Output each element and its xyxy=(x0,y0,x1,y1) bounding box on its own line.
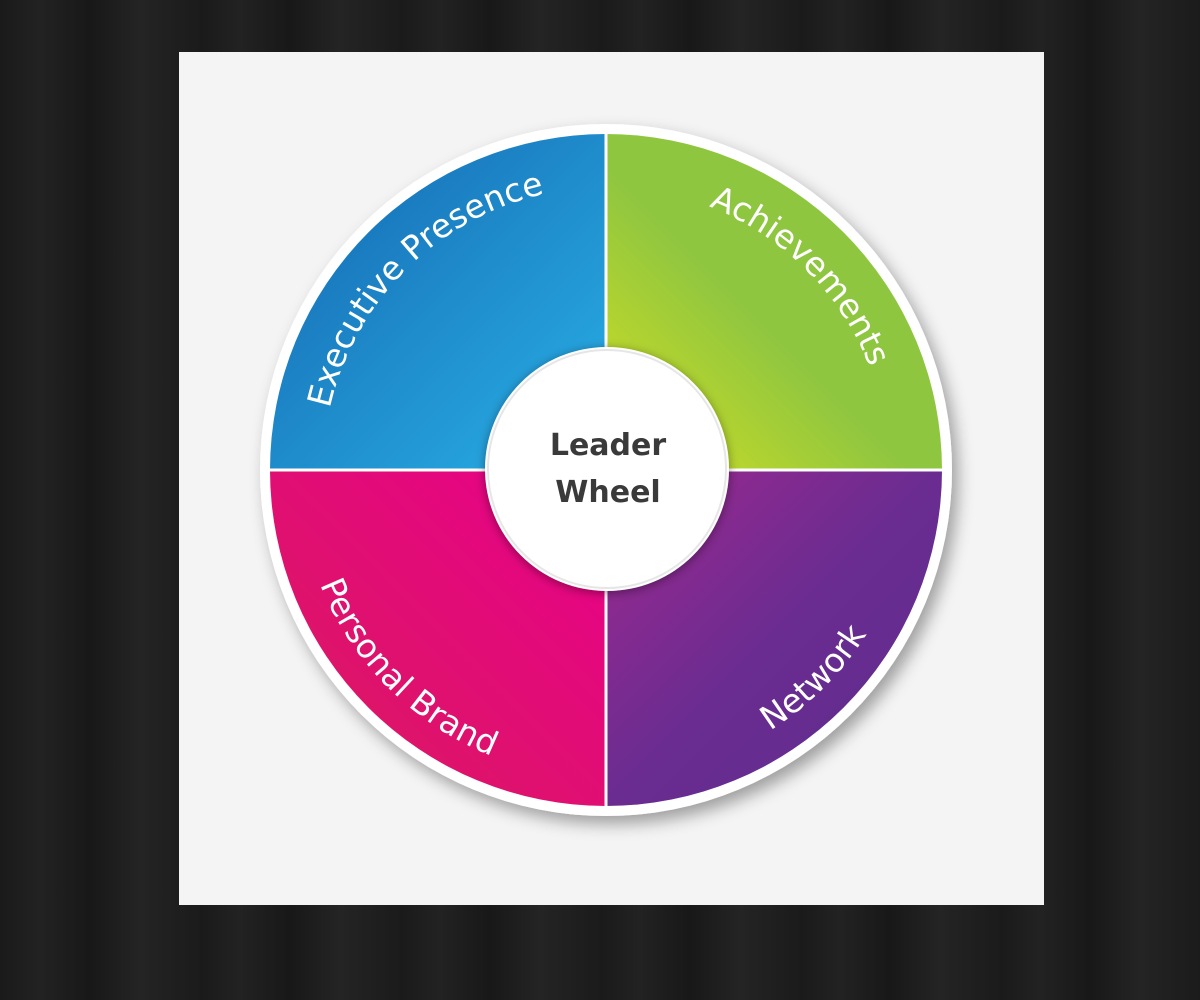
center-circle xyxy=(485,347,729,591)
center-title-line1: Leader xyxy=(550,428,667,463)
center-title-line2: Wheel xyxy=(555,475,660,510)
